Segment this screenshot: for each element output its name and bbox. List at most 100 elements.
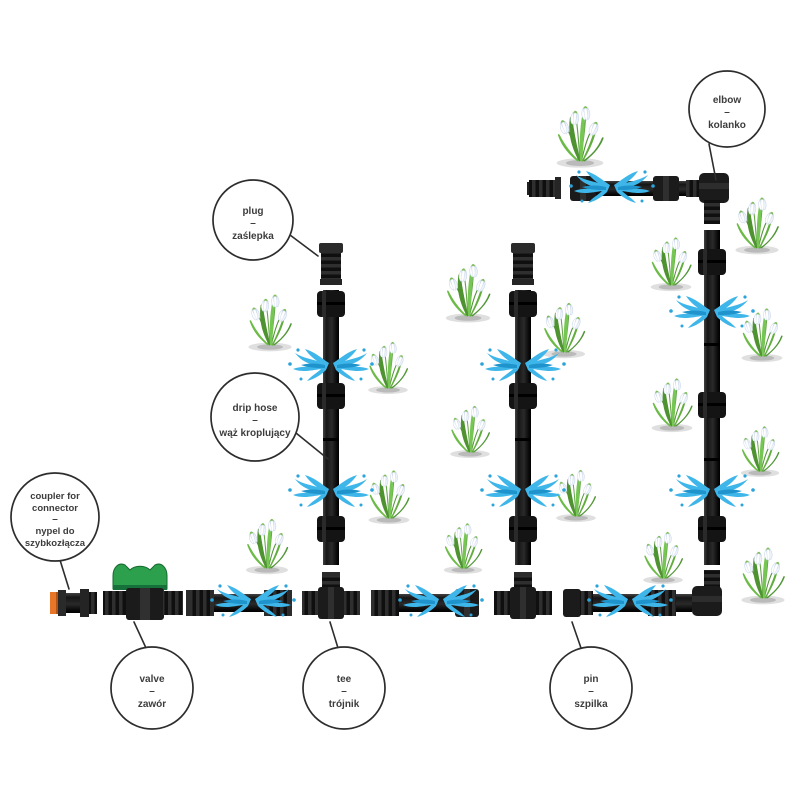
coupler-cap (210, 590, 214, 616)
drip-hose (515, 290, 531, 565)
callout-leader-line (133, 621, 147, 649)
snowdrop-flower (643, 532, 683, 584)
callout-separator: – (724, 107, 730, 118)
elbow-up-barb (704, 570, 720, 590)
elbow-corner-band (699, 183, 729, 189)
snowdrop-flower (741, 547, 784, 604)
coupler-ring-edge (56, 592, 59, 614)
snowdrop-flower (741, 426, 780, 477)
hose-end-collar (555, 177, 561, 199)
emitter-clamp (509, 383, 537, 409)
tee-up-cap (514, 572, 532, 576)
coupler-cap (186, 590, 190, 616)
callouts-layer: elbow – kolanko plug – zaślepka drip hos… (10, 70, 766, 730)
hose-segment (676, 594, 692, 612)
pipes-layer (50, 173, 729, 620)
callout-circle (110, 646, 194, 730)
callout-separator: – (252, 415, 258, 426)
hose-joint (515, 438, 531, 441)
coupler-band (580, 176, 586, 201)
callout-text-en: valve (139, 674, 164, 685)
callout-text-en: coupler for (30, 491, 80, 502)
callout-circle (212, 179, 294, 261)
snowdrop-flower (556, 470, 596, 522)
plug-fitting (511, 243, 535, 285)
callout-text-pl: wąż kroplujący (218, 428, 291, 439)
elbow-corner-band (692, 596, 722, 602)
valve (103, 563, 183, 620)
callout-valve: valve – zawór (110, 621, 194, 730)
callout-pin: pin – szpilka (549, 621, 633, 730)
callout-leader-line (295, 432, 329, 460)
snowdrop-flower (444, 523, 483, 574)
hose-joint (704, 343, 720, 346)
callout-text-en: elbow (713, 95, 742, 106)
hose-coupler (371, 590, 399, 616)
callout-leader-line (59, 559, 70, 590)
tee-fitting (302, 572, 360, 619)
main-line-segment (371, 589, 479, 617)
callout-text-en: connector (32, 503, 78, 514)
elbow-fitting-top (699, 173, 729, 224)
tee-block-band (520, 587, 526, 619)
top-line (527, 176, 704, 201)
snowdrop-flower (651, 237, 692, 291)
callout-separator: – (149, 686, 155, 697)
plug-fitting (319, 243, 343, 285)
drip-line-3 (698, 230, 726, 565)
hose-coupler (186, 590, 214, 616)
callout-separator: – (341, 686, 347, 697)
callout-coupler: coupler for connector – nypel do szybkoz… (10, 472, 100, 590)
callout-tee: tee – trójnik (302, 621, 386, 730)
emitter-clamp (317, 516, 345, 542)
snowdrop-flower (557, 106, 604, 168)
emitter-clamp (698, 249, 726, 275)
callout-leader-line (329, 621, 339, 649)
callout-leader-line (571, 621, 582, 649)
tee-block-band (328, 587, 334, 619)
coupler-flange (80, 589, 89, 617)
snowdrop-flower (446, 264, 491, 323)
callout-separator: – (250, 218, 256, 229)
snowdrop-flower (369, 470, 410, 524)
pin-block (563, 589, 581, 617)
callout-separator: – (588, 686, 594, 697)
callout-drip-hose: drip hose – wąż kroplujący (210, 372, 329, 462)
callout-text-pl: szpilka (574, 699, 608, 710)
elbow-fitting-bottom (692, 570, 722, 616)
elbow-down-barb (704, 200, 720, 224)
callout-text-pl: zaślepka (232, 231, 274, 242)
coupler-for-connector (50, 589, 97, 617)
snowdrop-flower (652, 378, 693, 432)
hose-segment (679, 181, 689, 196)
coupler-body (66, 593, 82, 613)
emitter-clamp (509, 291, 537, 317)
callout-text-en: plug (242, 206, 263, 217)
callout-circle (210, 372, 300, 462)
snowdrop-flower (450, 406, 490, 458)
tee-up-cap (322, 572, 340, 576)
callout-circle (549, 646, 633, 730)
emitter-clamp (698, 516, 726, 542)
callout-text-en: drip hose (232, 403, 277, 414)
callout-circle (10, 472, 100, 562)
callout-circle (302, 646, 386, 730)
callout-leader-line (708, 143, 717, 181)
pin-fitting (563, 589, 593, 617)
callout-text-pl: szybkozłącza (25, 538, 86, 549)
valve-left-barb (103, 591, 127, 615)
callout-elbow: elbow – kolanko (688, 70, 766, 181)
tee-fitting (494, 572, 552, 619)
callout-text-en: tee (337, 674, 352, 685)
snowdrop-flower (246, 519, 288, 575)
valve-handle-base (113, 585, 167, 590)
hose-joint (704, 458, 720, 461)
emitter-clamp (698, 392, 726, 418)
callout-text-pl: nypel do (35, 526, 74, 537)
drip-line-1 (317, 243, 345, 565)
valve-right-barb (163, 591, 183, 615)
callout-text-pl: zawór (138, 699, 166, 710)
coupler-cap (288, 590, 292, 616)
callout-plug: plug – zaślepka (212, 179, 319, 261)
